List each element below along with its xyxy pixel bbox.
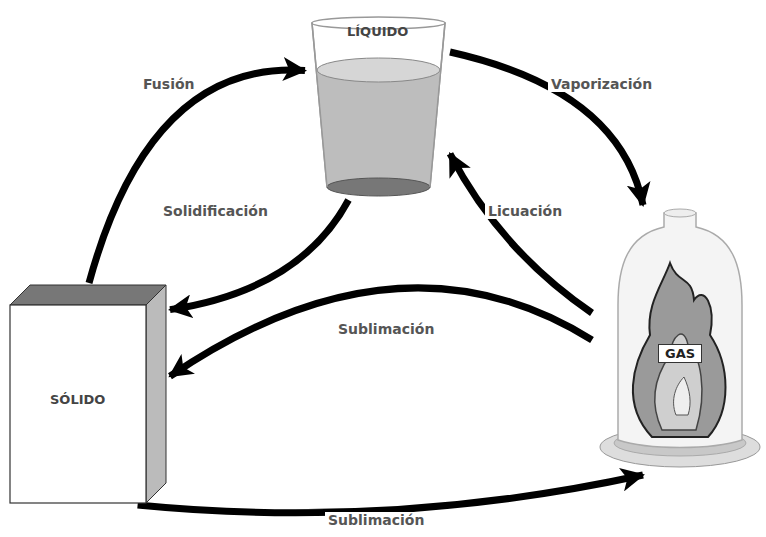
glass-illustration bbox=[305, 15, 450, 200]
transition-label: Sublimación bbox=[325, 512, 427, 528]
transition-label: Vaporización bbox=[548, 76, 655, 92]
transition-label: Sublimación bbox=[335, 321, 437, 337]
liquid-glass: LÍQUIDO bbox=[305, 15, 450, 200]
state-name: GAS bbox=[658, 344, 702, 363]
state-name: LÍQUIDO bbox=[347, 24, 408, 39]
gas-jar: GAS bbox=[592, 205, 762, 475]
transition-label: Fusión bbox=[140, 76, 198, 92]
transition-arrow bbox=[450, 52, 643, 205]
state-name: SÓLIDO bbox=[50, 392, 105, 407]
solid-cube: SÓLIDO bbox=[8, 283, 170, 505]
bell-jar-illustration bbox=[592, 205, 762, 475]
transition-arrow bbox=[89, 70, 305, 283]
transition-arrow bbox=[138, 475, 643, 513]
transition-label: Licuación bbox=[485, 203, 565, 219]
transition-label: Solidificación bbox=[160, 203, 271, 219]
transition-arrow bbox=[170, 288, 592, 376]
